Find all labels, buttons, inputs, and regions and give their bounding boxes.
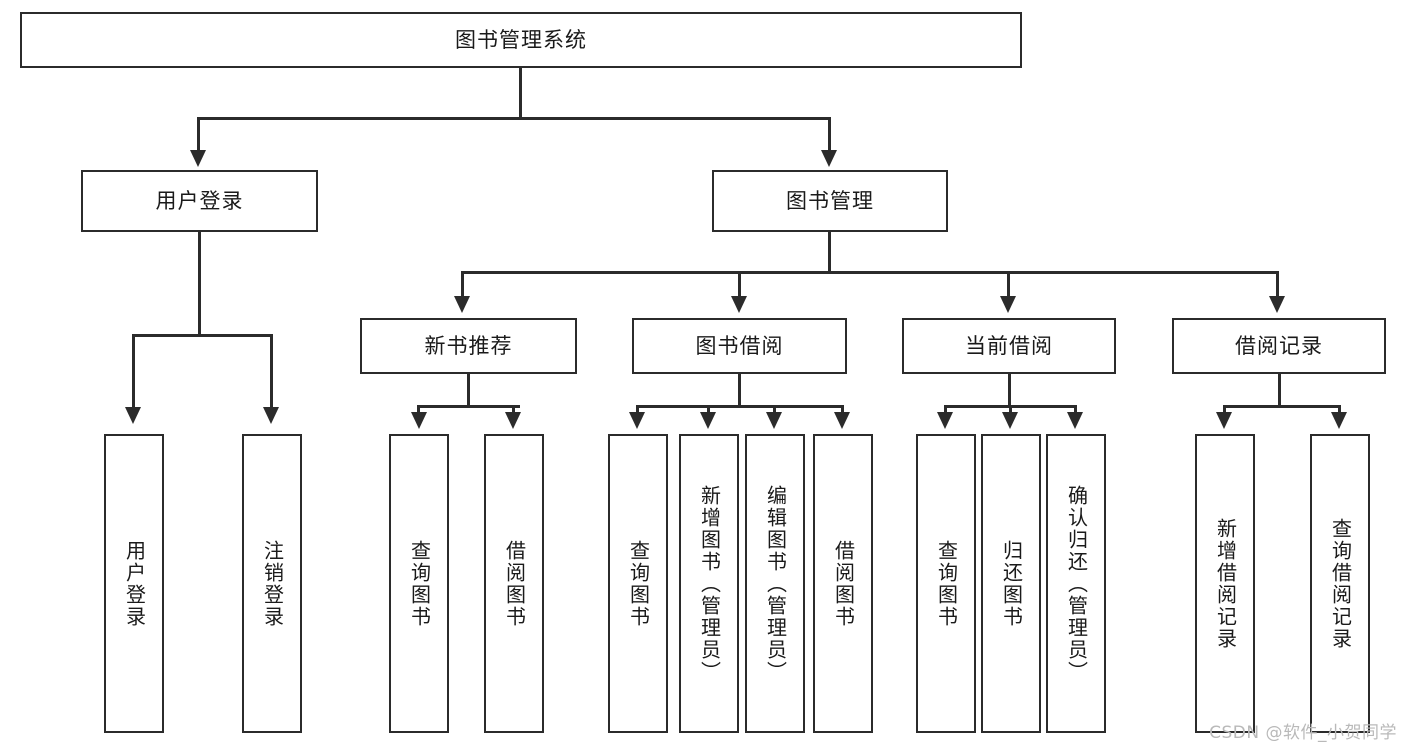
leaf-borrow-record-query[interactable]: 查询借阅记录 [1310,434,1370,733]
arrowhead-book-manage-3 [1000,296,1016,313]
node-label: 新增借阅记录 [1213,517,1238,650]
leaf-current-borrow-return[interactable]: 归还图书 [981,434,1041,733]
node-label: 用户登录 [122,539,147,628]
connector-new-book-bus [417,405,520,408]
leaf-user-login-signin[interactable]: 用户登录 [104,434,164,733]
node-label: 归还图书 [999,539,1024,628]
leaf-new-book-query[interactable]: 查询图书 [389,434,449,733]
node-label: 注销登录 [260,539,285,628]
leaf-borrow-record-add[interactable]: 新增借阅记录 [1195,434,1255,733]
connector-borrow-record-bus [1223,405,1341,408]
node-label: 借阅记录 [1235,333,1323,358]
arrowhead-new-book-2 [505,412,521,429]
connector-book-manage-drop-3 [1007,271,1010,299]
arrowhead-book-manage-4 [1269,296,1285,313]
node-label: 查询图书 [626,539,651,628]
node-label: 查询图书 [407,539,432,628]
arrowhead-book-borrow-2 [700,412,716,429]
node-borrow-record[interactable]: 借阅记录 [1172,318,1386,374]
node-user-login[interactable]: 用户登录 [81,170,318,232]
node-book-manage[interactable]: 图书管理 [712,170,948,232]
arrowhead-user-login-2 [263,407,279,424]
arrowhead-book-manage-2 [731,296,747,313]
node-label: 新书推荐 [424,333,513,358]
connector-new-book-stem [467,374,470,407]
node-current-borrow[interactable]: 当前借阅 [902,318,1116,374]
node-root-system[interactable]: 图书管理系统 [20,12,1022,68]
node-label: 确认归还（管理员） [1064,484,1089,683]
connector-book-manage-drop-1 [461,271,464,299]
leaf-book-borrow-query[interactable]: 查询图书 [608,434,668,733]
connector-root-bus [197,117,831,120]
connector-user-login-bus [132,334,272,337]
leaf-current-borrow-query[interactable]: 查询图书 [916,434,976,733]
arrowhead-book-borrow-3 [766,412,782,429]
arrowhead-to-user-login [190,150,206,167]
arrowhead-book-manage-1 [454,296,470,313]
connector-user-login-stem [198,232,201,335]
arrowhead-current-borrow-2 [1002,412,1018,429]
leaf-book-borrow-add[interactable]: 新增图书（管理员） [679,434,739,733]
connector-root-to-book-manage [828,117,831,152]
arrowhead-new-book-1 [411,412,427,429]
connector-book-borrow-bus [636,405,844,408]
connector-book-manage-drop-2 [738,271,741,299]
arrowhead-current-borrow-3 [1067,412,1083,429]
node-label: 图书管理 [786,188,874,213]
connector-root-to-user-login [197,117,200,152]
arrowhead-to-book-manage [821,150,837,167]
node-label: 借阅图书 [831,539,856,628]
node-label: 图书借阅 [695,333,784,358]
connector-borrow-record-stem [1278,374,1281,407]
node-label: 查询图书 [934,539,959,628]
arrowhead-borrow-record-1 [1216,412,1232,429]
connector-root-stem [519,68,522,118]
node-label: 借阅图书 [502,539,527,628]
arrowhead-borrow-record-2 [1331,412,1347,429]
leaf-current-borrow-confirm-return[interactable]: 确认归还（管理员） [1046,434,1106,733]
node-new-book-recommend[interactable]: 新书推荐 [360,318,577,374]
arrowhead-current-borrow-1 [937,412,953,429]
leaf-book-borrow-borrow[interactable]: 借阅图书 [813,434,873,733]
connector-current-borrow-stem [1008,374,1011,407]
arrowhead-book-borrow-4 [834,412,850,429]
connector-book-manage-drop-4 [1276,271,1279,299]
leaf-book-borrow-edit[interactable]: 编辑图书（管理员） [745,434,805,733]
node-label: 当前借阅 [965,333,1053,358]
connector-user-login-drop-1 [132,334,135,409]
connector-book-manage-bus [461,271,1279,274]
node-label: 新增图书（管理员） [697,484,722,683]
node-label: 用户登录 [155,188,244,213]
node-label: 查询借阅记录 [1328,517,1353,650]
node-book-borrow[interactable]: 图书借阅 [632,318,847,374]
node-label: 编辑图书（管理员） [763,484,788,683]
csdn-watermark: CSDN @软件_小贺同学 [1209,723,1397,743]
node-label: 图书管理系统 [455,27,587,52]
arrowhead-book-borrow-1 [629,412,645,429]
connector-book-borrow-stem [738,374,741,407]
leaf-user-login-signout[interactable]: 注销登录 [242,434,302,733]
connector-user-login-drop-2 [270,334,273,409]
leaf-new-book-borrow[interactable]: 借阅图书 [484,434,544,733]
arrowhead-user-login-1 [125,407,141,424]
connector-book-manage-stem [828,232,831,273]
